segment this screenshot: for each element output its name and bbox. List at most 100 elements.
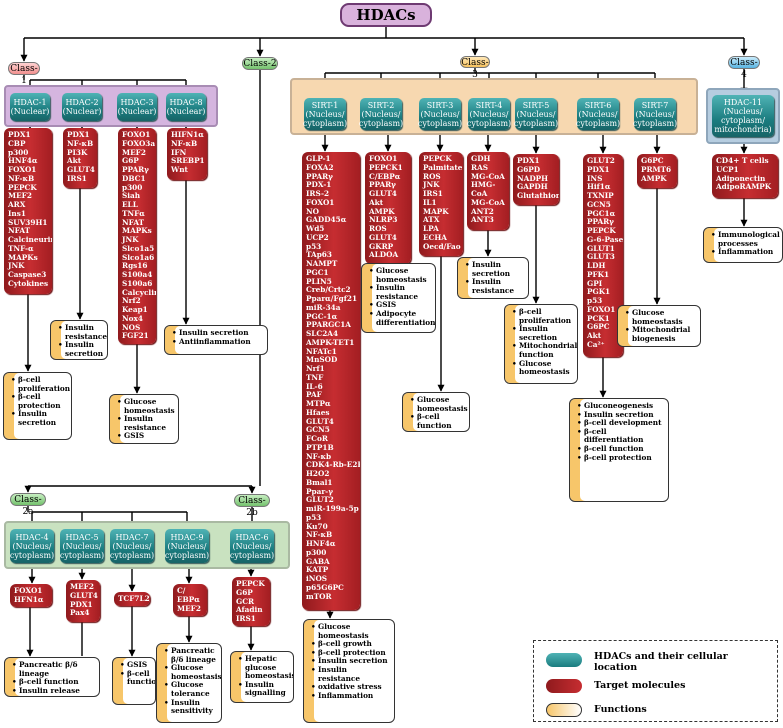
target-molecule: PPARγ — [306, 171, 333, 181]
function-item: Insulin secretion — [172, 328, 264, 338]
target-molecule: GCR — [236, 596, 255, 606]
target-molecule: PDX1 — [67, 130, 90, 139]
legend: HDACs and their cellular location Target… — [533, 640, 778, 722]
target-molecule: ROS — [369, 224, 387, 233]
target-molecule: LPA — [423, 224, 439, 233]
target-molecule: CD4+ T cells — [716, 156, 769, 165]
target-molecule: GCN5 — [306, 425, 330, 435]
target-molecule: Glutathione — [517, 191, 559, 200]
target-molecule: IRS-2 — [306, 189, 330, 198]
target-molecule: GADD45α — [306, 215, 347, 225]
target-molecule: G6PC — [641, 156, 664, 165]
target-molecule: PDX1 — [8, 130, 31, 139]
hdac-9-node: HDAC-9 (Nucleus/ cytoplasm) — [165, 529, 209, 563]
target-molecule: Nox4 — [122, 313, 143, 323]
target-molecule: C/EBPα — [369, 171, 401, 181]
target-molecule: Wnt — [171, 165, 188, 174]
target-molecule: Afadin — [236, 605, 263, 615]
target-molecule: Ku70 — [306, 521, 328, 531]
target-molecule: Palmitate — [423, 162, 463, 172]
target-molecule: FOXO1 — [8, 165, 37, 174]
target-molecule: FOXO3a — [122, 138, 156, 148]
target-molecule: GABA — [306, 556, 330, 566]
target-molecule: HNF4α — [306, 539, 336, 548]
function-item: Insulin release — [12, 686, 96, 696]
class-2-label: Class-2 — [242, 57, 278, 70]
target-molecule: ANT3 — [471, 215, 494, 225]
target-molecule: ROS — [423, 171, 441, 181]
target-molecule: CBP — [8, 138, 26, 148]
target-molecule: IFN — [171, 147, 187, 157]
target-molecule: p300 — [306, 547, 327, 557]
target-molecule: MAPKs — [122, 226, 152, 236]
function-item: Insulin secretion — [512, 324, 574, 342]
target-molecule: SLC2A4 — [306, 329, 339, 338]
target-molecule: NFAT — [122, 217, 145, 227]
target-molecule: miR-34a — [306, 302, 341, 312]
target-molecule: PGC1α — [587, 208, 616, 218]
functions-hdac-1: β-cell proliferationβ-cell protectionIns… — [3, 372, 72, 440]
functions-sirt-4: Insulin secretionInsulin resistance — [457, 257, 529, 299]
target-molecule: G6PC — [587, 322, 610, 332]
target-molecule: AdipoRAMPK — [716, 182, 772, 192]
function-item: Inflammation — [311, 691, 391, 701]
target-molecule: Calcyclin — [122, 287, 156, 297]
legend-function-swatch — [546, 703, 582, 717]
target-molecule: Hfaes — [306, 407, 330, 417]
function-item: β-cell protection — [11, 392, 68, 410]
target-molecule: MAPKs — [8, 252, 38, 262]
target-molecule: MEF2 — [70, 582, 94, 591]
target-molecule: Hif1α — [587, 182, 611, 192]
function-item: oxidative stress — [311, 683, 391, 692]
function-item: Glucose homeostasis — [512, 359, 574, 377]
target-molecule: G6P — [236, 587, 253, 597]
function-item: Pancreatic β/δ lineage — [12, 660, 96, 678]
target-molecule: MEF2 — [8, 191, 32, 201]
hdac-1-node: HDAC-1 (Nuclear) — [10, 93, 50, 121]
target-molecule: GLUT3 — [587, 252, 615, 262]
hdac-5-node: HDAC-5 (Nucleus/ cytoplasm) — [60, 529, 104, 563]
target-molecule: Siah — [122, 191, 141, 201]
target-molecule: ALDOA — [369, 250, 399, 260]
target-molecule: mTOR — [306, 591, 332, 601]
function-item: Gluconeogenesis — [577, 401, 665, 411]
target-molecule: PDX1 — [587, 164, 610, 174]
function-item: β-cell differentiation — [577, 427, 665, 445]
function-item: Glucose homeostasis — [625, 308, 697, 326]
sirt-4-node: SIRT-4 (Nucleus/ cytoplasm) — [467, 98, 511, 130]
target-molecule: EBPα — [177, 594, 200, 604]
target-molecule: PCK1 — [587, 313, 610, 323]
target-molecule: Creb/Crtc2 — [306, 285, 351, 295]
function-item: Insulin signalling — [238, 680, 290, 698]
function-item: Insulin resistance — [465, 277, 525, 295]
target-molecule: Akt — [587, 331, 602, 340]
target-molecule: SREBP1 — [171, 156, 205, 166]
functions-hdac-7: GSISβ-cell function — [112, 657, 156, 705]
function-item: β-cell proliferation — [11, 375, 70, 393]
target-molecule: IRS1 — [423, 189, 443, 198]
target-molecule: Nrf2 — [122, 296, 141, 306]
hdac-6-node: HDAC-6 (Nucleus/ cytoplasm) — [230, 529, 274, 563]
target-molecule: p53 — [306, 512, 322, 522]
target-molecule: GLP-1 — [306, 154, 331, 163]
target-molecule: INS — [587, 173, 603, 183]
target-molecule: PFK1 — [587, 269, 610, 279]
function-item: β-cell protection — [577, 453, 665, 463]
target-molecule: NF-κB — [67, 138, 94, 148]
target-molecule: GDH — [471, 154, 491, 163]
target-molecule: Pax4 — [70, 608, 90, 618]
target-molecule: Calcineurin — [8, 235, 52, 244]
target-molecule: SUV39H1 — [8, 217, 48, 227]
legend-hdac-swatch — [546, 653, 582, 667]
target-molecule: NO — [306, 206, 320, 216]
target-molecule: GCN5 — [587, 199, 611, 209]
target-molecule: GLUT4 — [70, 590, 98, 600]
target-molecule: GKRP — [369, 241, 394, 251]
target-molecule: MAPK — [423, 206, 449, 216]
target-molecule: Keap1 — [122, 305, 148, 314]
